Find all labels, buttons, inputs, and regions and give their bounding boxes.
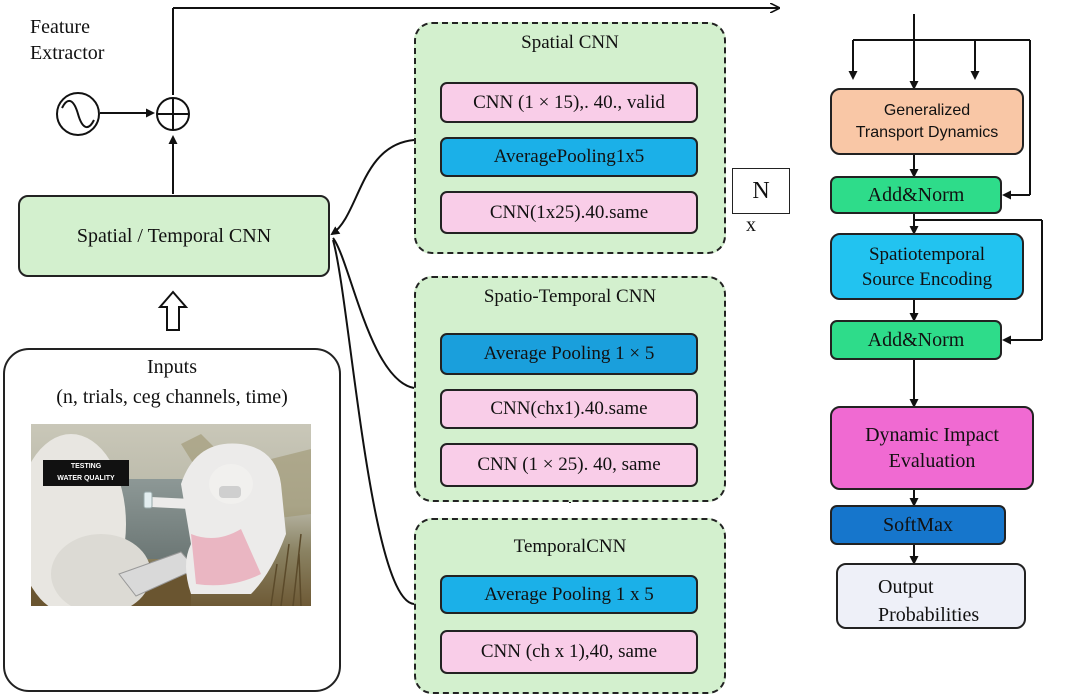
dynamic-impact-evaluation-block: Dynamic Impact Evaluation <box>830 406 1034 490</box>
spatial-cnn-title: Spatial CNN <box>521 32 619 53</box>
softmax-block: SoftMax <box>830 505 1006 545</box>
spatio-temporal-layer-1: Average Pooling 1 × 5 <box>440 333 698 375</box>
spatio-temporal-cnn-title: Spatio-Temporal CNN <box>483 286 657 307</box>
sine-wave-icon <box>56 92 100 136</box>
temporal-cnn-title: TemporalCNN <box>513 536 627 557</box>
spatial-cnn-layer-2: AveragePooling1x5 <box>440 137 698 177</box>
inputs-title: Inputs <box>147 356 197 378</box>
spatio-temporal-layer-3: CNN (1 × 25). 40, same <box>440 443 698 487</box>
up-hollow-arrow-icon <box>157 290 189 331</box>
spatial-cnn-layer-1: CNN (1 × 15),. 40., valid <box>440 82 698 123</box>
repeat-x-label: x <box>746 214 756 236</box>
generalized-transport-dynamics-block: Generalized Transport Dynamics <box>830 88 1024 155</box>
repeat-n-box: N <box>732 168 790 214</box>
add-norm-1: Add&Norm <box>830 176 1002 214</box>
feature-extractor-label: Feature Extractor <box>30 16 105 64</box>
inputs-subtitle: (n, trials, ceg channels, time) <box>56 386 288 408</box>
add-norm-2: Add&Norm <box>830 320 1002 360</box>
temporal-layer-1: Average Pooling 1 x 5 <box>440 575 698 614</box>
spatiotemporal-source-encoding-block: Spatiotemporal Source Encoding <box>830 233 1024 300</box>
temporal-layer-2: CNN (ch x 1),40, same <box>440 630 698 674</box>
water-testing-photo: TESTING WATER QUALITY <box>31 424 311 606</box>
spatial-cnn-layer-3: CNN(1x25).40.same <box>440 191 698 234</box>
output-probabilities-block: Output Probabilities <box>836 563 1026 629</box>
plus-circle-icon <box>156 97 190 131</box>
spatio-temporal-layer-2: CNN(chx1).40.same <box>440 389 698 429</box>
spatial-temporal-cnn-block: Spatial / Temporal CNN <box>18 195 330 277</box>
spatial-temporal-cnn-label: Spatial / Temporal CNN <box>76 224 272 247</box>
testing-water-quality-sign: TESTING WATER QUALITY <box>43 460 129 486</box>
